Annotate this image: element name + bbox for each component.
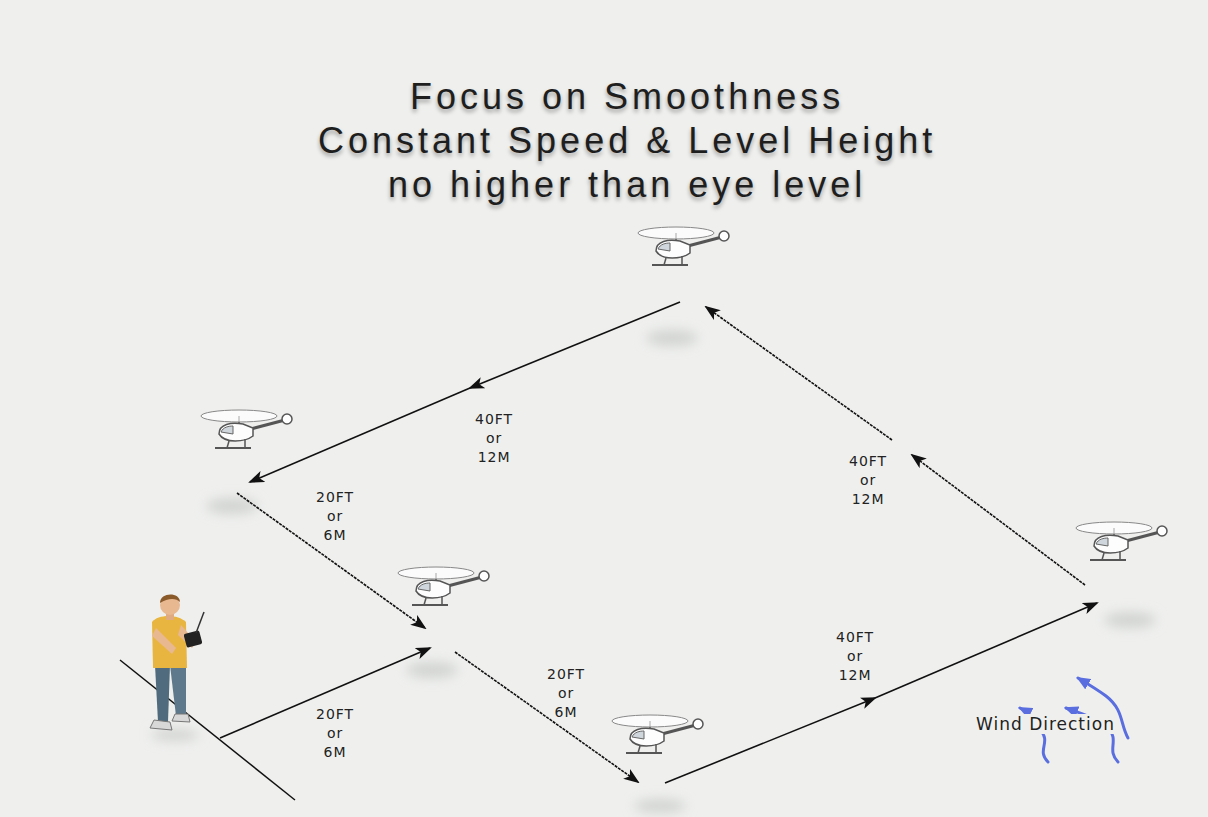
dimension-label: 20FT or 6M xyxy=(547,665,585,722)
pilot-figure xyxy=(150,595,204,730)
helicopter xyxy=(201,410,292,448)
flight-path xyxy=(220,302,1097,783)
dimension-label: 40FT or 12M xyxy=(849,452,887,509)
helicopter xyxy=(638,227,729,265)
subtitle-line: Constant Speed & Level Height xyxy=(318,120,936,162)
pilot-line xyxy=(120,660,295,800)
title: Focus on Smoothness xyxy=(410,76,844,118)
ground-shadows xyxy=(151,330,1156,813)
helicopter xyxy=(398,567,489,605)
dimension-label: 40FT or 12M xyxy=(475,410,513,467)
dimension-label: 40FT or 12M xyxy=(836,628,874,685)
subtitle-line: no higher than eye level xyxy=(388,164,866,206)
wind-label: Wind Direction xyxy=(974,714,1117,734)
dimension-label: 20FT or 6M xyxy=(316,705,354,762)
helicopter xyxy=(612,715,703,753)
helicopter xyxy=(1076,522,1167,560)
dimension-label: 20FT or 6M xyxy=(316,488,354,545)
